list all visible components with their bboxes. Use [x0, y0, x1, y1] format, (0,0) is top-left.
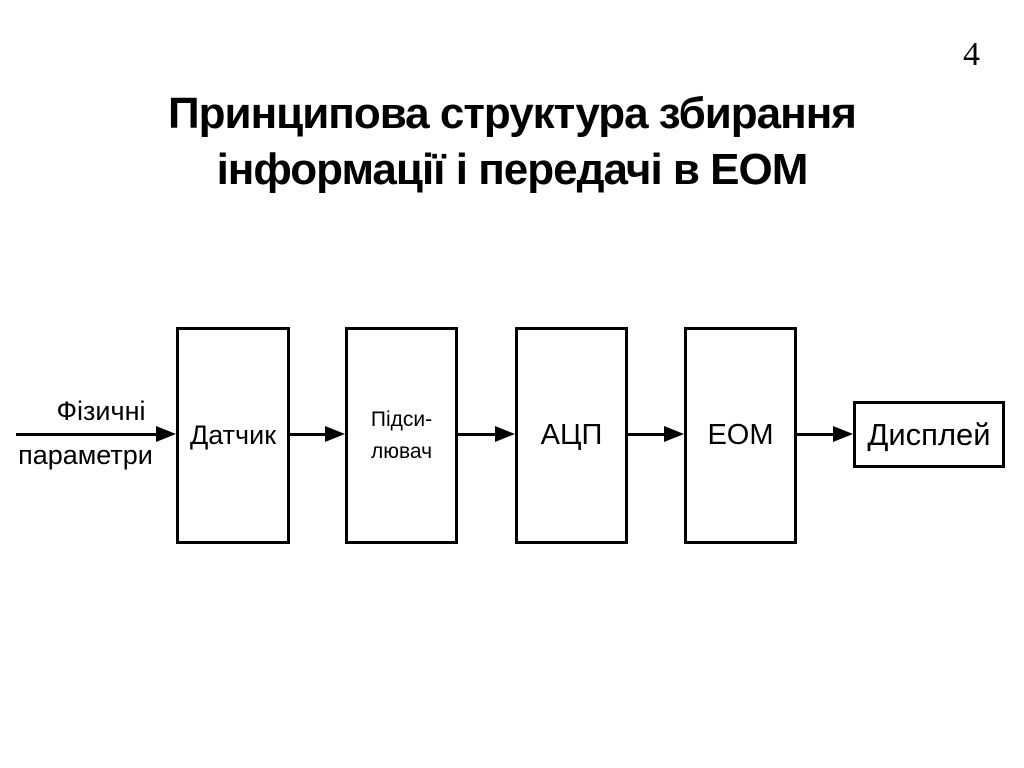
slide-title: Принципова структура збирання інформації… [0, 86, 1024, 198]
diagram-box-display: Дисплей [853, 401, 1005, 468]
arrow-amplifier-to-adc [458, 426, 515, 442]
arrow-computer-to-display [797, 426, 853, 442]
arrow-input-to-sensor [16, 426, 176, 442]
slide-title-line2: інформації і передачі в ЕОМ [216, 145, 809, 194]
arrow-shaft [290, 432, 325, 436]
box-label-sensor: Датчик [189, 420, 277, 450]
arrow-shaft [458, 432, 495, 436]
arrow-shaft [16, 432, 156, 436]
arrowhead-icon [664, 426, 684, 442]
diagram-box-sensor: Датчик [176, 327, 290, 544]
slide-title-line1: Принципова структура збирання [168, 89, 857, 138]
diagram-box-adc: АЦП [515, 327, 628, 544]
box-label-display: Дисплей [867, 416, 991, 452]
arrowhead-icon [325, 426, 345, 442]
diagram-box-computer: ЕОМ [684, 327, 797, 544]
arrow-shaft [628, 432, 664, 436]
arrowhead-icon [156, 426, 176, 442]
box-label-amplifier: Підси- лювач [370, 407, 433, 463]
input-label-physical: Фізичні [56, 396, 146, 426]
arrow-shaft [797, 432, 833, 436]
diagram-box-amplifier: Підси- лювач [345, 327, 458, 544]
page-number: 4 [963, 36, 980, 73]
arrow-sensor-to-amplifier [290, 426, 345, 442]
arrow-adc-to-computer [628, 426, 684, 442]
arrowhead-icon [495, 426, 515, 442]
arrowhead-icon [833, 426, 853, 442]
input-label-parameters: параметри [18, 440, 153, 470]
box-label-adc: АЦП [540, 419, 603, 451]
box-label-computer: ЕОМ [707, 419, 774, 451]
